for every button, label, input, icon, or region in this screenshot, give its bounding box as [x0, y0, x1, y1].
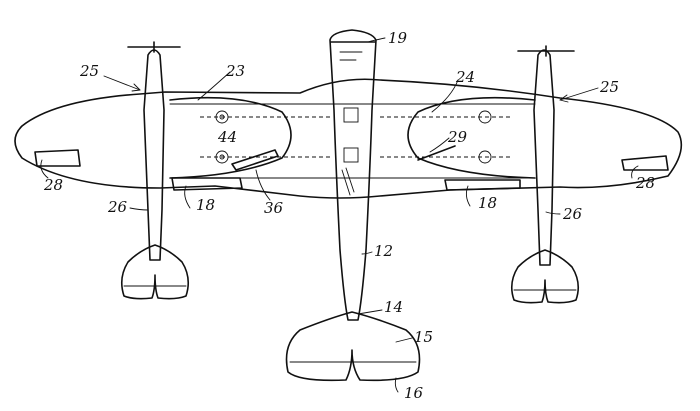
fuselage — [329, 29, 377, 321]
ref-23: 23 — [225, 62, 245, 80]
ref-19: 19 — [388, 29, 408, 47]
left-wingtip-aileron — [34, 149, 81, 167]
right-propeller — [517, 45, 575, 57]
right-nacelle — [510, 49, 580, 304]
ref-26-left: 26 — [107, 198, 128, 216]
ref-15: 15 — [414, 328, 433, 346]
right-inner-flap — [444, 179, 521, 191]
right-wingtip-aileron — [621, 155, 669, 171]
ref-28-left: 28 — [43, 176, 63, 194]
main-wing — [14, 78, 683, 199]
ref-25-right: 25 — [599, 78, 619, 96]
ref-18-left: 18 — [196, 196, 215, 214]
left-nacelle — [120, 49, 190, 300]
ref-26-right: 26 — [562, 205, 583, 223]
left-inner-flap — [171, 177, 243, 191]
reference-numerals: 25 25 19 23 24 44 29 28 28 18 18 36 26 2… — [43, 29, 655, 402]
ref-16: 16 — [404, 384, 424, 402]
right-wing-opening — [407, 96, 536, 179]
internal-linkage — [200, 107, 510, 171]
ref-14: 14 — [384, 298, 403, 316]
main-tail — [285, 311, 421, 382]
ref-25-left: 25 — [79, 62, 99, 80]
left-propeller — [127, 41, 181, 53]
ref-28-right: 28 — [635, 174, 655, 192]
leader-lines — [40, 37, 639, 393]
ref-24: 24 — [455, 68, 475, 86]
ref-18-right: 18 — [478, 194, 497, 212]
left-wing-opening — [169, 96, 292, 179]
ref-44: 44 — [217, 128, 237, 146]
ref-36: 36 — [264, 199, 284, 217]
ref-12: 12 — [374, 242, 393, 260]
ref-29: 29 — [447, 128, 468, 146]
